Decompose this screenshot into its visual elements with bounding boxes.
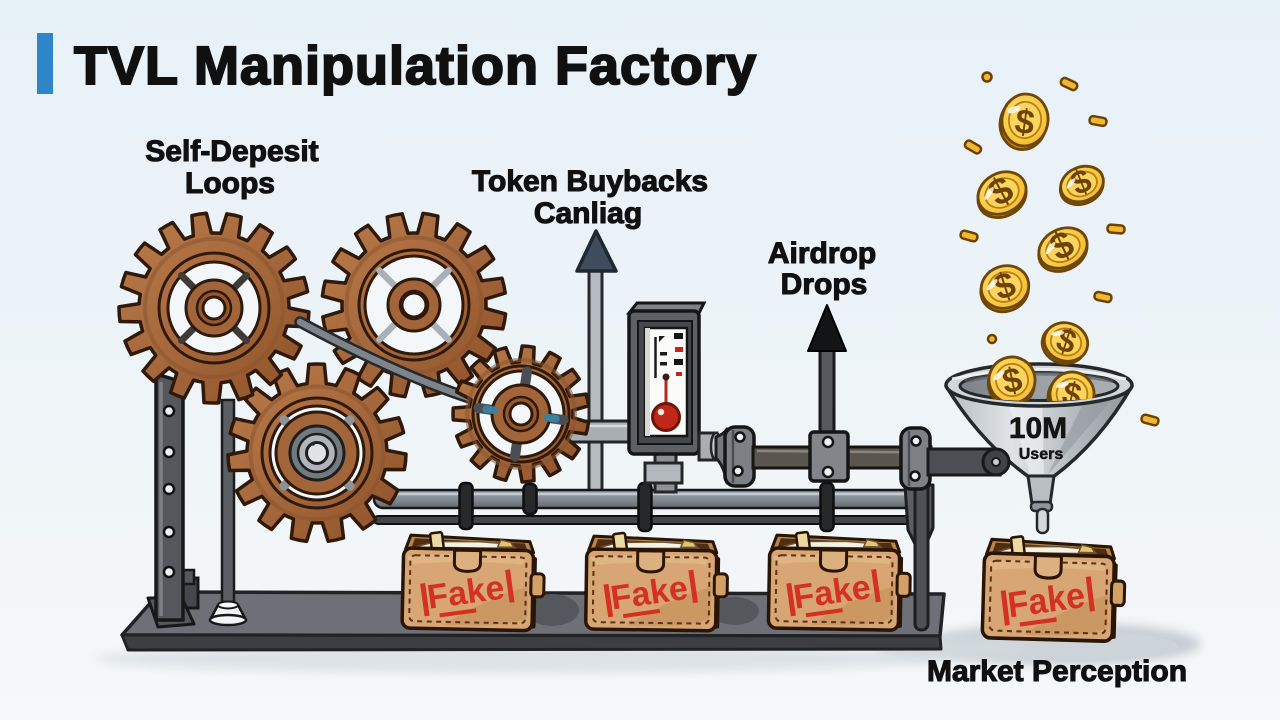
svg-text:10M: 10M — [1009, 412, 1067, 445]
svg-text:Airdrop: Airdrop — [768, 237, 876, 270]
svg-text:Market Perception: Market Perception — [927, 655, 1187, 688]
svg-text:Canliag: Canliag — [534, 197, 642, 230]
svg-text:Self-Depesit: Self-Depesit — [145, 135, 318, 168]
svg-text:Users: Users — [1019, 446, 1064, 463]
svg-text:Drops: Drops — [781, 268, 868, 301]
svg-text:Loops: Loops — [185, 167, 275, 200]
svg-text:TVL Manipulation Factory: TVL Manipulation Factory — [74, 36, 757, 96]
svg-text:Token Buybacks: Token Buybacks — [472, 165, 708, 198]
